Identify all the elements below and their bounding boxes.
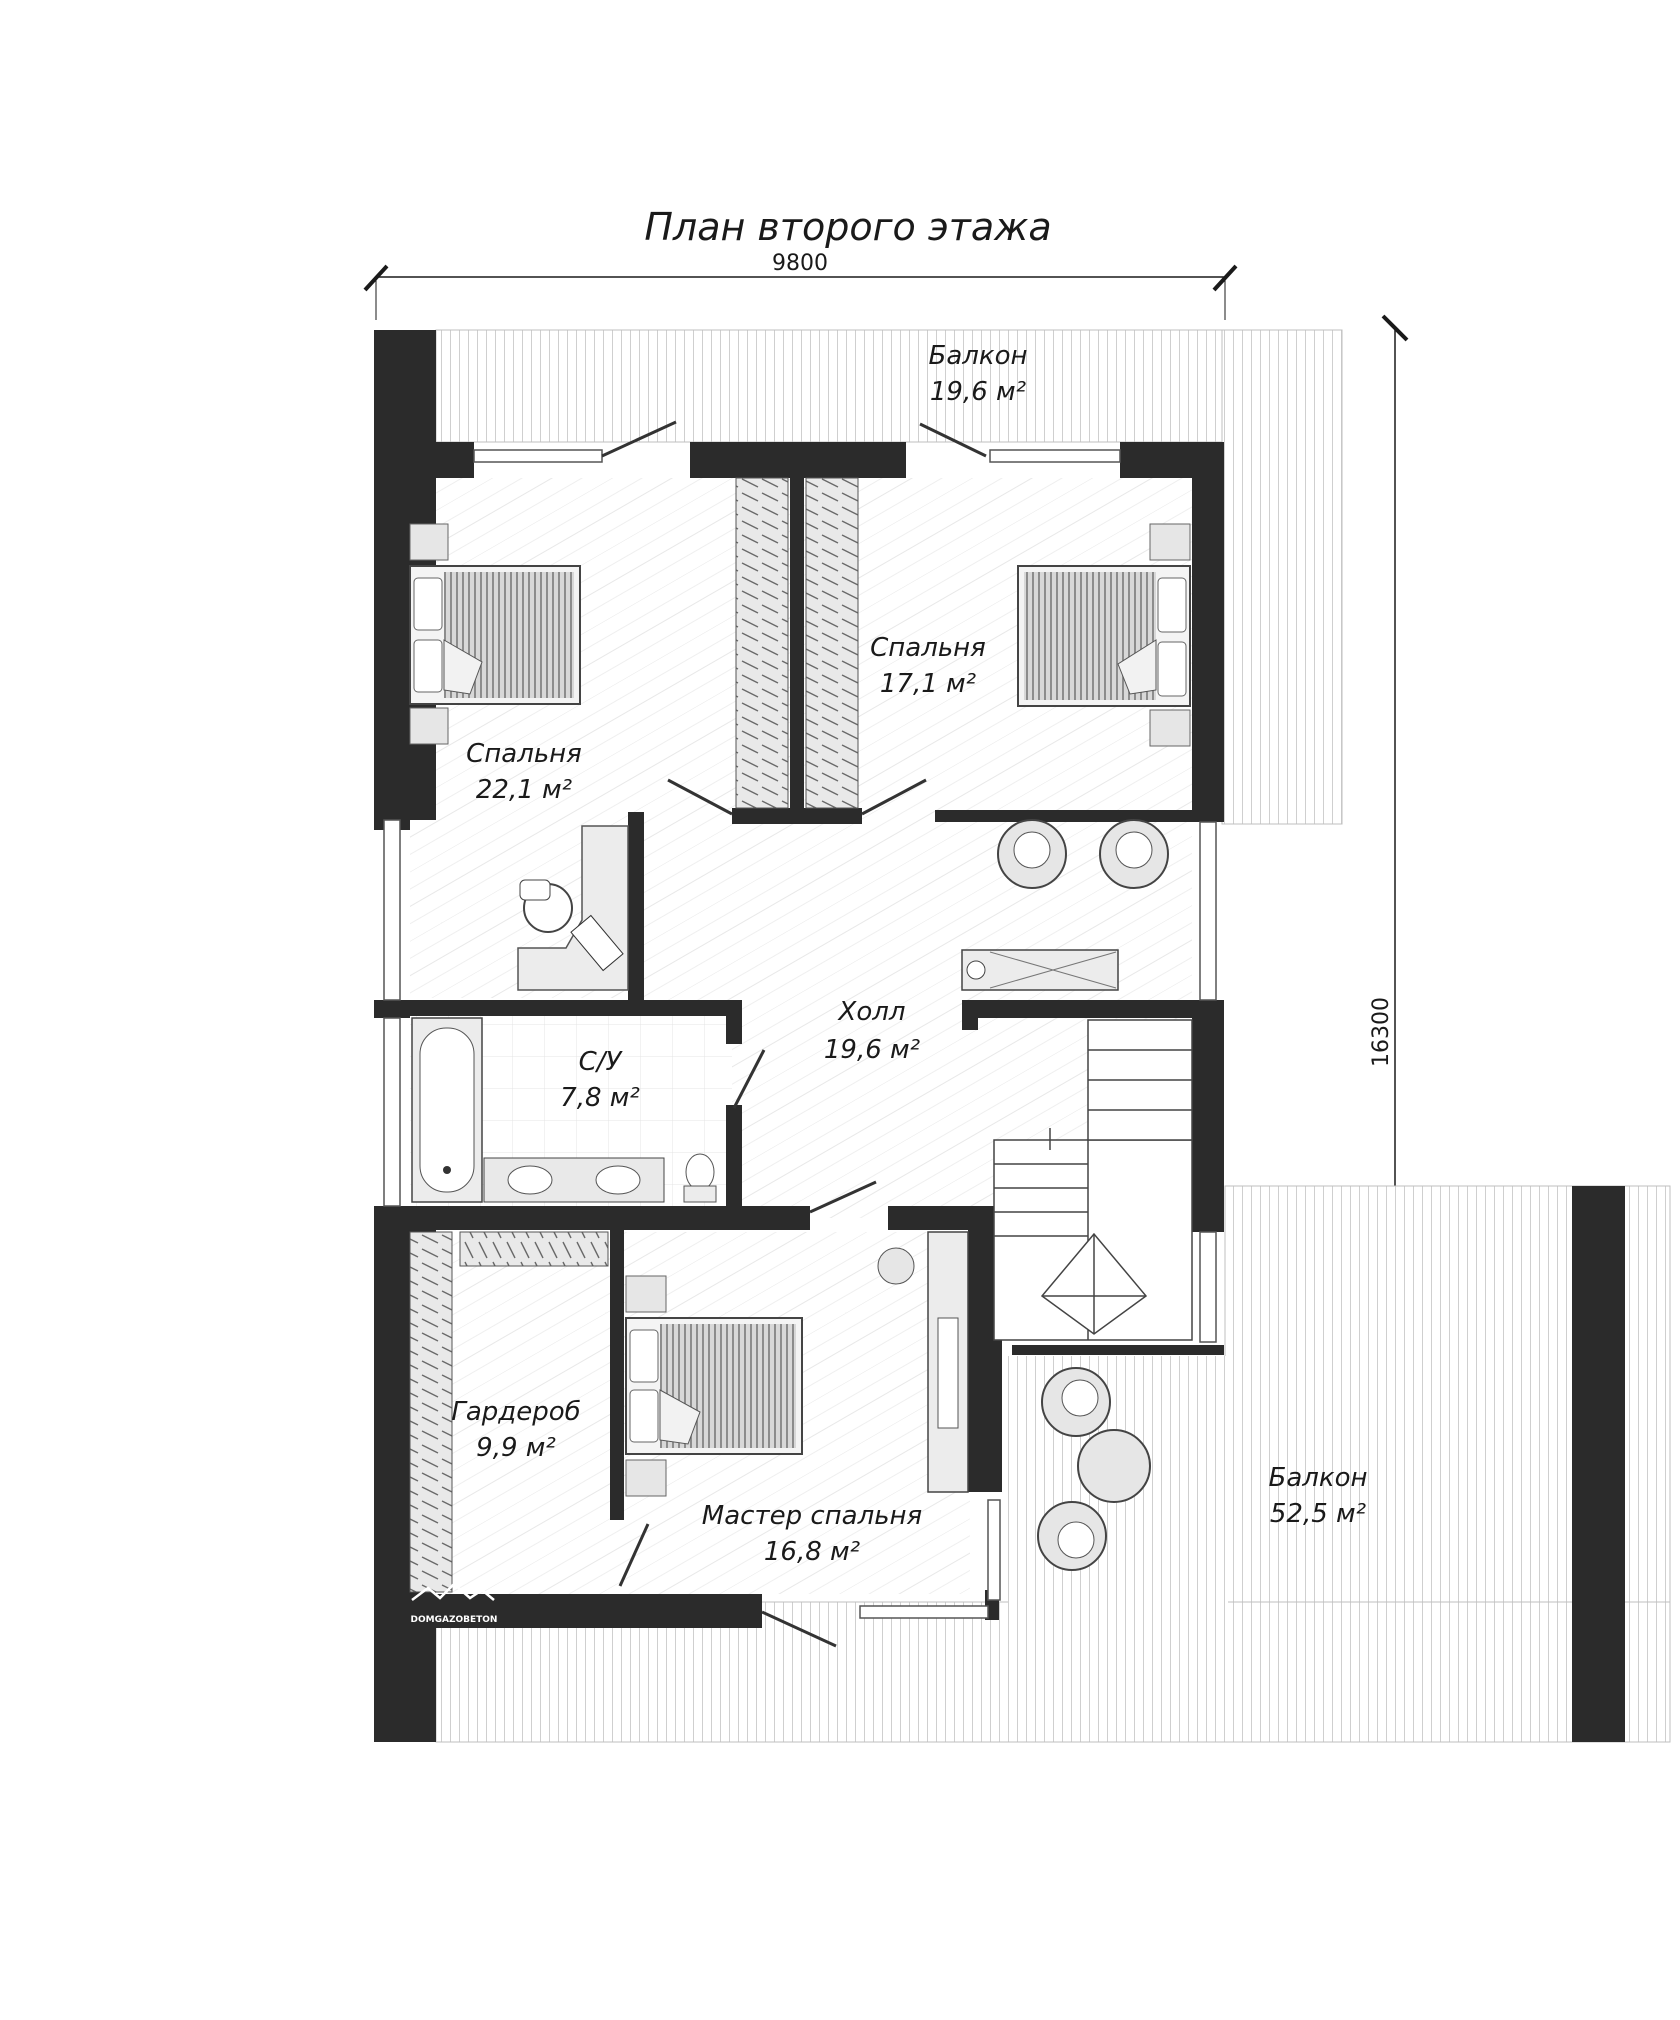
- svg-text:Спальня: Спальня: [466, 739, 582, 769]
- company-logo-text: DOMGAZOBETON: [411, 1615, 498, 1625]
- svg-text:Балкон: Балкон: [1269, 1463, 1368, 1493]
- svg-text:19,6 м²: 19,6 м²: [824, 1035, 920, 1065]
- room-label-bedroom-1: Спальня 22,1 м²: [466, 739, 582, 805]
- room-label-hall: Холл 19,6 м²: [824, 997, 920, 1065]
- windows: [383, 449, 1217, 1619]
- company-logo: DOMGAZOBETON: [411, 1582, 498, 1625]
- svg-text:22,1 м²: 22,1 м²: [476, 775, 572, 805]
- plan-title: План второго этажа: [644, 205, 1051, 249]
- room-label-bathroom: С/У 7,8 м²: [560, 1047, 640, 1113]
- room-label-balcony-large: Балкон 52,5 м²: [1269, 1463, 1368, 1529]
- bed-bedroom-1: [409, 523, 581, 745]
- svg-text:16,8 м²: 16,8 м²: [764, 1537, 860, 1567]
- svg-text:9,9 м²: 9,9 м²: [476, 1433, 556, 1463]
- bathroom-fixtures: [411, 1017, 717, 1203]
- room-label-wardrobe: Гардероб 9,9 м²: [451, 1397, 580, 1463]
- svg-text:52,5 м²: 52,5 м²: [1270, 1499, 1366, 1529]
- svg-text:Мастер спальня: Мастер спальня: [702, 1501, 922, 1531]
- room-label-bedroom-2: Спальня 17,1 м²: [870, 633, 986, 699]
- balcony-top-area: [435, 329, 1343, 825]
- svg-text:Спальня: Спальня: [870, 633, 986, 663]
- bedroom-wardrobes: [735, 477, 859, 809]
- master-furniture: [877, 1231, 969, 1493]
- svg-text:17,1 м²: 17,1 м²: [880, 669, 976, 699]
- svg-text:Балкон: Балкон: [929, 341, 1028, 371]
- dimension-width-label: 9800: [772, 251, 828, 276]
- dimension-width: 9800: [363, 251, 1238, 320]
- desk: [517, 825, 629, 991]
- room-label-balcony-top: Балкон 19,6 м²: [929, 341, 1028, 407]
- bed-master: [625, 1275, 803, 1497]
- svg-text:Гардероб: Гардероб: [451, 1397, 580, 1427]
- dimension-height-label: 16300: [1369, 997, 1394, 1067]
- balcony-furniture: [1037, 1367, 1151, 1571]
- svg-text:19,6 м²: 19,6 м²: [930, 377, 1026, 407]
- staircase: [993, 1019, 1193, 1341]
- hall-armchairs: [997, 819, 1169, 889]
- balcony-large-area: [435, 1185, 1671, 1743]
- svg-text:С/У: С/У: [579, 1047, 624, 1077]
- svg-text:7,8 м²: 7,8 м²: [560, 1083, 640, 1113]
- room-label-master-bedroom: Мастер спальня 16,8 м²: [702, 1501, 922, 1567]
- doors: [601, 420, 987, 1648]
- bed-bedroom-2: [1017, 523, 1191, 747]
- svg-text:Холл: Холл: [837, 997, 906, 1027]
- hall-console: [961, 949, 1119, 991]
